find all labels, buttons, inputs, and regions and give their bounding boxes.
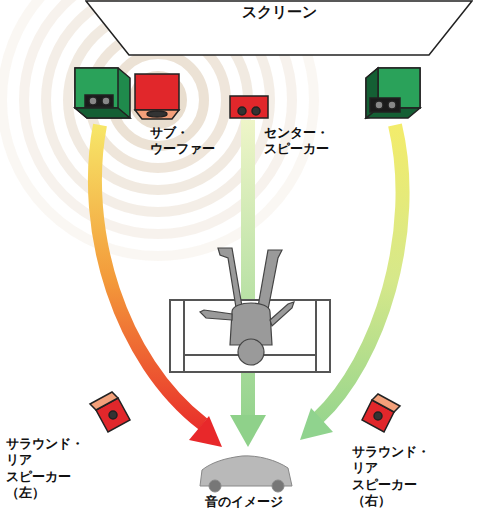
sofa (170, 300, 330, 372)
rect-part (316, 300, 330, 372)
circle-part (209, 480, 221, 492)
front-left-speaker (75, 68, 130, 118)
path-part (200, 310, 232, 320)
circle-part (109, 411, 117, 419)
polygon-part (372, 394, 400, 412)
screen-panel: スクリーン (85, 0, 473, 56)
circle-part (375, 101, 383, 109)
ellipse-part (147, 111, 167, 117)
polygon-part (366, 68, 420, 118)
polygon-part (135, 110, 179, 119)
path-part (270, 302, 294, 326)
rect-part (135, 74, 179, 110)
polygon-part (75, 68, 130, 118)
circle-part (238, 107, 246, 115)
screen-shape (86, 1, 472, 55)
rect-part (170, 300, 184, 372)
rear-right-label: サラウンド・リア スピーカー（右） (352, 444, 430, 509)
person (200, 248, 294, 365)
polygon-part (75, 108, 130, 118)
arrow-head (189, 416, 222, 447)
circle-part (374, 412, 382, 420)
sound-image-label: 音のイメージ (205, 494, 283, 510)
sound-image-car (200, 456, 292, 492)
circle-part (272, 480, 284, 492)
arrow-head (230, 415, 266, 447)
front-right-speaker (366, 68, 420, 118)
rear-left-speaker (90, 392, 130, 432)
circle-part (238, 339, 264, 365)
circle-part (388, 101, 396, 109)
center-speaker-label: センター・ スピーカー (264, 125, 329, 158)
subwoofer-label: サブ・ ウーファー (150, 125, 215, 158)
screen-label: スクリーン (85, 0, 473, 22)
center-speaker (230, 96, 268, 118)
sound-arrow (95, 125, 203, 424)
circle-part (252, 107, 260, 115)
rect-part (370, 98, 400, 112)
sound-arrow (241, 120, 255, 418)
rect-part (85, 95, 113, 107)
rear-left-label: サラウンド・リア スピーカー（左） (6, 436, 84, 501)
rect-part (230, 96, 268, 118)
sound-arrow (318, 125, 403, 418)
polygon-part (90, 392, 118, 410)
circle-part (89, 97, 97, 105)
circle-part (102, 97, 110, 105)
polygon-part (75, 68, 118, 108)
rect-part (170, 300, 330, 372)
rear-right-speaker (362, 394, 400, 432)
subwoofer (135, 74, 179, 119)
arrow-head (300, 408, 333, 440)
